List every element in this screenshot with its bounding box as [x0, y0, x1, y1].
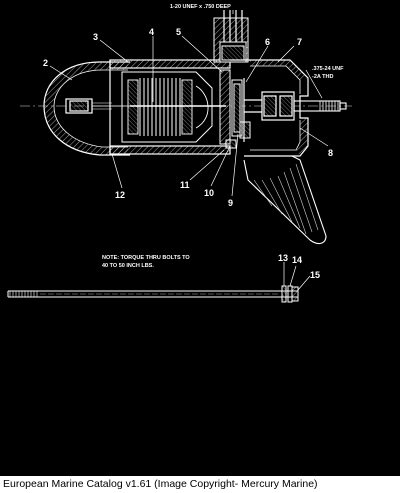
diagram-canvas: 1-20 UNEF x .750 DEEP 2 3 4 5 6 7 8 9 10… — [7, 4, 352, 303]
callout-7: 7 — [297, 37, 302, 47]
torque-note-line-2: 40 TO 50 INCH LBS. — [102, 263, 154, 269]
callout-12: 12 — [115, 190, 125, 200]
leader-lines — [49, 10, 329, 291]
callout-3: 3 — [93, 32, 98, 42]
motor-cross-section-drawing: 1-20 UNEF x .750 DEEP 2 3 4 5 6 7 8 9 10… — [7, 4, 352, 303]
image-caption: European Marine Catalog v1.61 (Image Cop… — [0, 476, 400, 493]
callout-10: 10 — [204, 188, 214, 198]
callout-13: 13 — [278, 253, 288, 263]
nose-cone — [43, 61, 130, 156]
callout-14: 14 — [292, 255, 302, 265]
skeg — [243, 155, 327, 245]
motor-housing — [109, 59, 231, 155]
callout-5: 5 — [176, 27, 181, 37]
armature-assembly — [121, 71, 226, 143]
callout-15: 15 — [310, 270, 320, 280]
brush-plate-assembly — [219, 69, 251, 149]
callout-9: 9 — [228, 198, 233, 208]
cable-gland — [213, 10, 249, 63]
callout-6: 6 — [265, 37, 270, 47]
torque-note-line-1: NOTE: TORQUE THRU BOLTS TO — [102, 255, 190, 261]
callout-4: 4 — [149, 27, 154, 37]
thru-bolt — [7, 285, 299, 303]
front-housing — [230, 59, 309, 157]
output-shaft — [293, 100, 347, 112]
callout-8: 8 — [328, 148, 333, 158]
callout-2: 2 — [43, 58, 48, 68]
thread-note-line-2: -2A THD — [312, 74, 334, 80]
thread-note-line-1: .375-24 UNF — [312, 66, 344, 72]
callout-1: 1-20 UNEF x .750 DEEP — [170, 4, 231, 10]
callout-labels: 1-20 UNEF x .750 DEEP 2 3 4 5 6 7 8 9 10… — [43, 4, 344, 280]
armature-windings — [139, 78, 181, 136]
callout-11: 11 — [180, 180, 190, 190]
